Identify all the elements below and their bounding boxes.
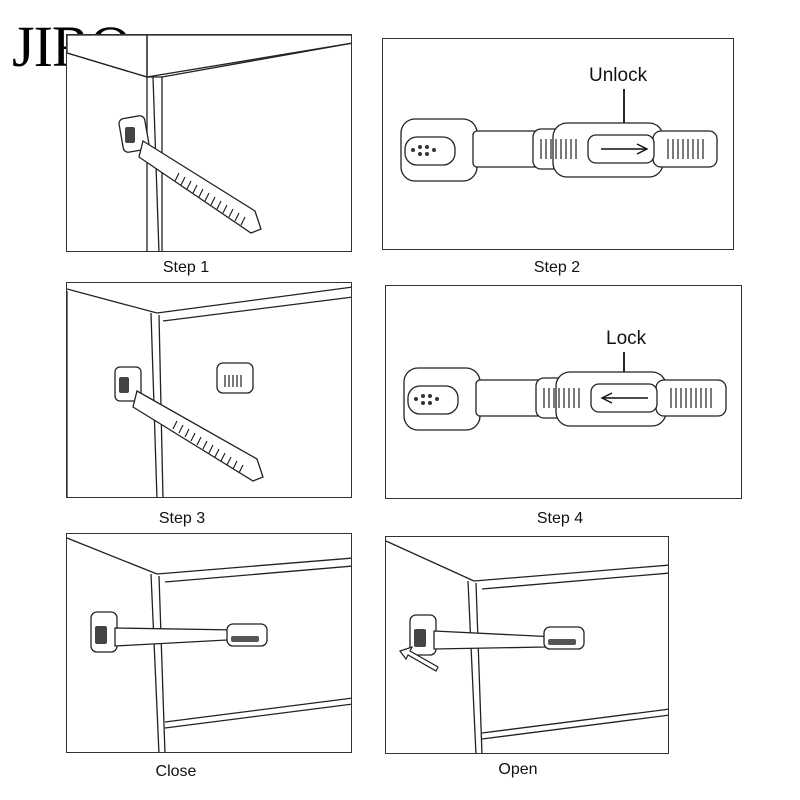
adhesive-catch <box>216 362 254 394</box>
unlock-label: Unlock <box>589 65 648 86</box>
step-3-illustration <box>67 286 351 497</box>
arrow-pull-icon <box>399 645 439 672</box>
arrow-left-icon <box>600 392 648 404</box>
panel-open <box>385 536 669 754</box>
strap-lock-open <box>409 614 585 656</box>
panel-step-3 <box>66 282 352 498</box>
caption-step-4: Step 4 <box>536 510 584 527</box>
strap-lock <box>118 115 262 234</box>
panel-step-2: Unlock <box>382 38 734 250</box>
lock-device <box>400 118 718 182</box>
caption-step-2: Step 2 <box>533 259 581 276</box>
panel-step-4: Lock <box>385 285 742 499</box>
panel-step-1 <box>66 34 352 252</box>
lock-device <box>403 367 727 431</box>
lock-label: Lock <box>606 328 647 349</box>
step-1-illustration <box>67 35 351 251</box>
arrow-right-icon <box>601 143 649 155</box>
caption-close: Close <box>155 763 197 780</box>
caption-step-3: Step 3 <box>158 510 206 527</box>
close-illustration <box>67 537 351 752</box>
step-4-illustration: Lock <box>403 328 727 431</box>
caption-step-1: Step 1 <box>162 259 210 276</box>
caption-open: Open <box>498 761 538 778</box>
open-illustration <box>386 540 668 753</box>
step-2-illustration: Unlock <box>400 65 718 182</box>
strap-lock <box>114 366 264 482</box>
cabinet-top-right <box>146 35 351 78</box>
panel-close <box>66 533 352 753</box>
strap-lock-closed <box>90 611 268 653</box>
